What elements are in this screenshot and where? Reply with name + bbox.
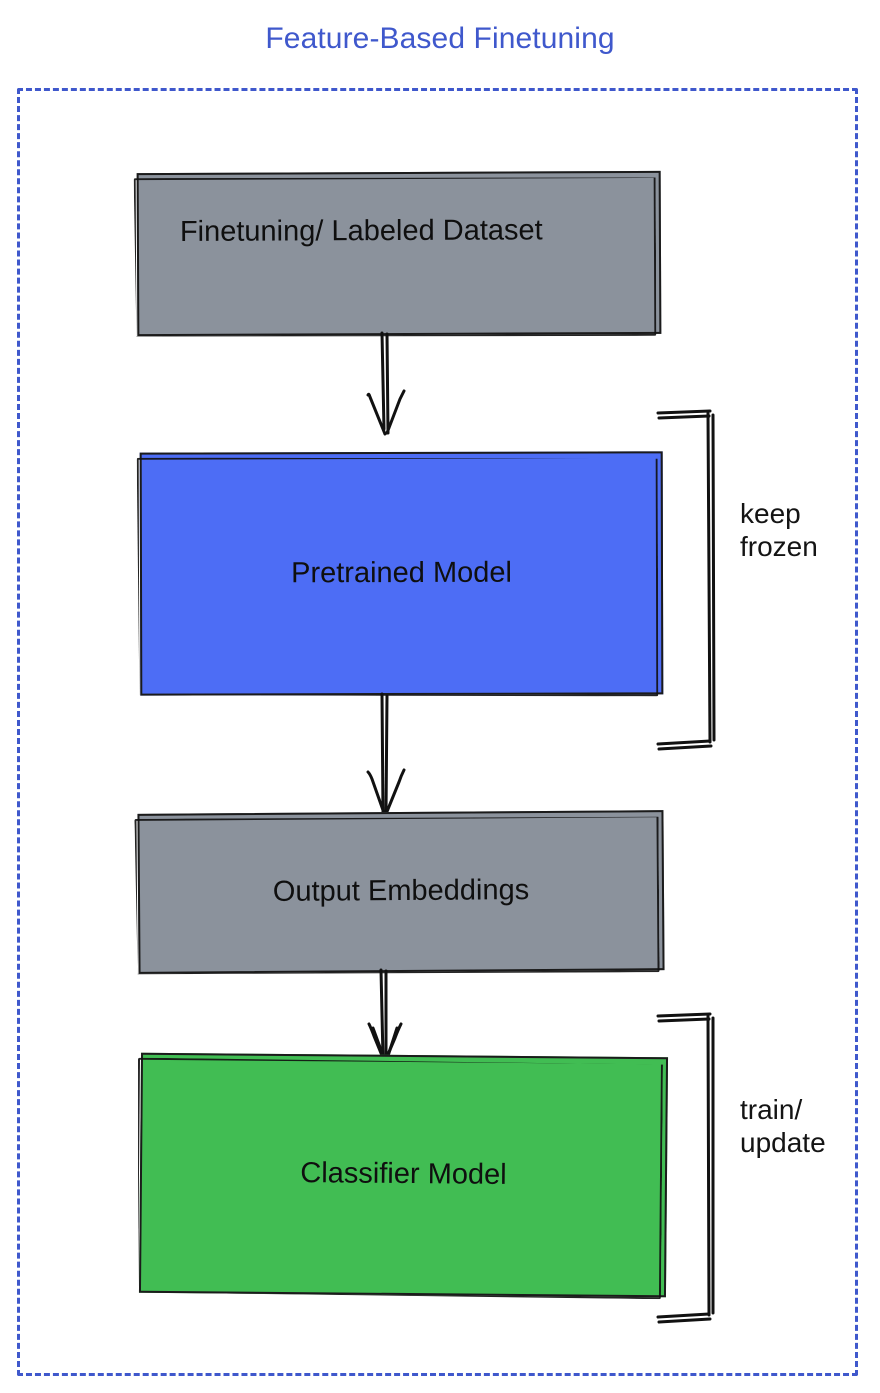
node-label-pretrained: Pretrained Model	[291, 556, 512, 590]
node-finetuning-labeled-dataset[interactable]: Finetuning/ Labeled Dataset	[136, 170, 662, 337]
node-pretrained-model[interactable]: Pretrained Model	[139, 451, 664, 696]
dashed-outer-frame	[17, 88, 858, 1376]
bracket-train-update	[656, 1012, 715, 1324]
node-label-embeddings: Output Embeddings	[272, 874, 530, 909]
node-label-classifier: Classifier Model	[300, 1157, 507, 1192]
arrow-dataset-to-pretrained	[366, 331, 406, 436]
node-classifier-model[interactable]: Classifier Model	[138, 1052, 669, 1298]
arrow-embeddings-to-classifier	[367, 968, 403, 1061]
bracket-keep-frozen	[656, 409, 716, 751]
annotation-keep-frozen: keep frozen	[740, 498, 818, 563]
page-title: Feature-Based Finetuning	[265, 22, 615, 55]
annotation-train-update: train/ update	[740, 1094, 826, 1159]
arrow-pretrained-to-embeddings	[366, 692, 406, 816]
node-output-embeddings[interactable]: Output Embeddings	[137, 810, 665, 974]
node-label-dataset: Finetuning/ Labeled Dataset	[179, 214, 543, 248]
